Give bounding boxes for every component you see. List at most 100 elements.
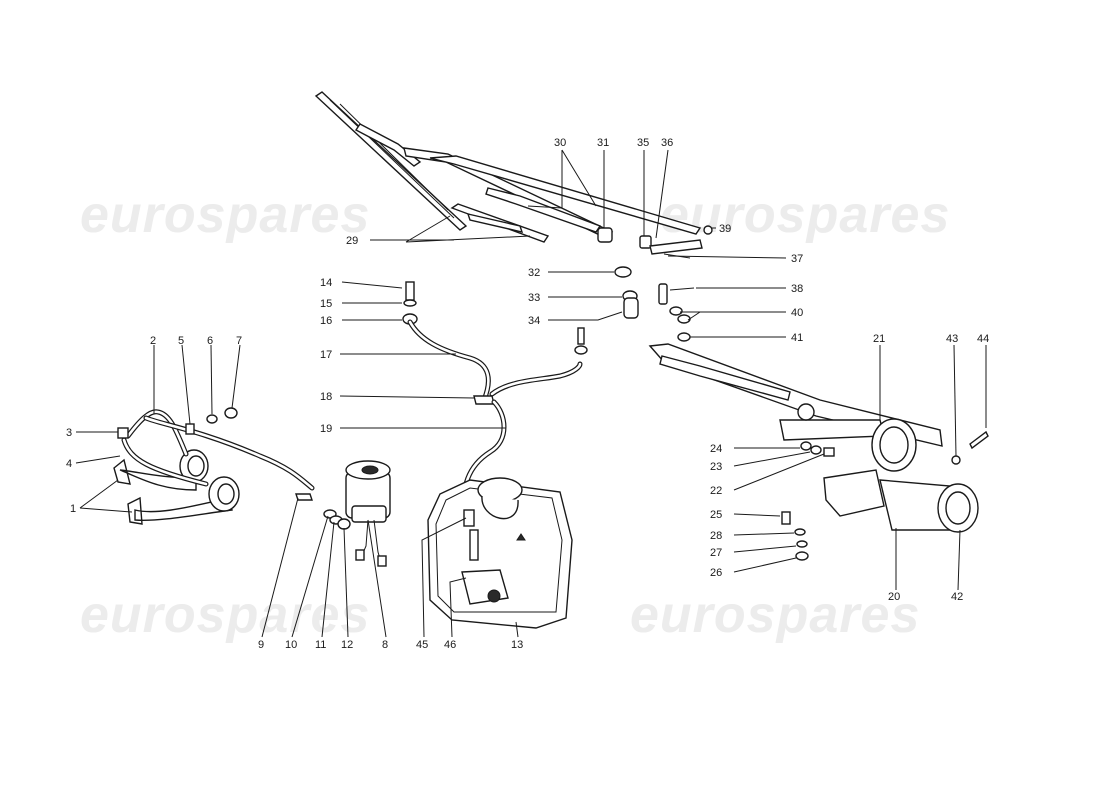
callout-labels: 1 2 3 4 5 6 7 8 9 10 11 12 13 14 15 16 1… bbox=[66, 137, 989, 651]
horn-body-lower-inner bbox=[217, 483, 235, 505]
wiper-blade-long bbox=[314, 91, 468, 231]
washer-pump-46 bbox=[461, 569, 509, 605]
tee-connector-18 bbox=[473, 395, 495, 405]
callout-41: 41 bbox=[791, 332, 803, 344]
callout-9: 9 bbox=[258, 639, 264, 651]
compressor-terminal bbox=[361, 465, 379, 475]
wiper-arm-upper bbox=[429, 155, 702, 235]
bolt-38 bbox=[658, 283, 668, 305]
callout-32: 32 bbox=[528, 267, 540, 279]
callout-45: 45 bbox=[416, 639, 428, 651]
callout-29: 29 bbox=[346, 235, 358, 247]
horn-pipe-4-inner bbox=[122, 438, 208, 486]
callout-34: 34 bbox=[528, 315, 540, 327]
washer-27 bbox=[796, 540, 808, 548]
watermark-top-left: eurospares bbox=[80, 186, 370, 244]
bolt-9 bbox=[295, 493, 313, 501]
linkage-bar bbox=[659, 355, 791, 401]
callout-6: 6 bbox=[207, 335, 213, 347]
callout-1: 1 bbox=[70, 503, 76, 515]
callout-13: 13 bbox=[511, 639, 523, 651]
callout-30: 30 bbox=[554, 137, 566, 149]
horn-assembly bbox=[113, 407, 391, 567]
callout-4: 4 bbox=[66, 458, 72, 470]
callout-15: 15 bbox=[320, 298, 332, 310]
tube-17-inner bbox=[408, 320, 490, 402]
callout-28: 28 bbox=[710, 530, 722, 542]
washer-40a bbox=[669, 306, 683, 316]
nut-7 bbox=[224, 407, 238, 419]
callout-24: 24 bbox=[710, 443, 722, 455]
callout-42: 42 bbox=[951, 591, 963, 603]
watermark-group: eurospares eurospares eurospares eurospa… bbox=[80, 186, 950, 644]
pickup-tube bbox=[469, 529, 479, 561]
wire-terminal-a bbox=[355, 549, 365, 561]
callout-44: 44 bbox=[977, 333, 989, 345]
wiper-blade-short-bracket bbox=[466, 213, 524, 233]
callout-38: 38 bbox=[791, 283, 803, 295]
nut-41 bbox=[677, 332, 691, 342]
compressor-base bbox=[351, 505, 387, 523]
tube-to-right-nozzle-inner bbox=[490, 362, 582, 396]
callout-25: 25 bbox=[710, 509, 722, 521]
connector-45 bbox=[463, 509, 475, 527]
callout-36: 36 bbox=[661, 137, 673, 149]
washer-32 bbox=[614, 266, 632, 278]
bolt-14 bbox=[405, 281, 415, 301]
sleeve-34 bbox=[623, 297, 639, 319]
callout-46: 46 bbox=[444, 639, 456, 651]
linkage-pivot bbox=[797, 403, 815, 421]
callout-43: 43 bbox=[946, 333, 958, 345]
wiper-assembly bbox=[314, 91, 713, 355]
level-mark bbox=[516, 533, 526, 541]
fitting-5 bbox=[185, 423, 195, 435]
nut-43 bbox=[951, 455, 961, 465]
callout-22: 22 bbox=[710, 485, 722, 497]
wiper-arm-rod bbox=[485, 187, 602, 233]
callout-20: 20 bbox=[888, 591, 900, 603]
callout-23: 23 bbox=[710, 461, 722, 473]
motor-bracket bbox=[779, 419, 885, 441]
callout-26: 26 bbox=[710, 567, 722, 579]
callout-40: 40 bbox=[791, 307, 803, 319]
callout-31: 31 bbox=[597, 137, 609, 149]
callout-7: 7 bbox=[236, 335, 242, 347]
wire-terminal-b bbox=[377, 555, 387, 567]
motor-housing-ring-inner bbox=[879, 426, 909, 464]
motor-gearbox bbox=[823, 469, 885, 517]
cap-nut-35 bbox=[639, 235, 652, 249]
horn-pipe-2-inner bbox=[126, 410, 188, 456]
washer-24 bbox=[800, 441, 812, 451]
callout-19: 19 bbox=[320, 423, 332, 435]
watermark-top-right: eurospares bbox=[660, 186, 950, 244]
callout-37: 37 bbox=[791, 253, 803, 265]
wiper-blade-long-detail bbox=[329, 99, 455, 219]
bolt-25 bbox=[781, 511, 791, 525]
pump-outlet bbox=[487, 589, 501, 603]
washer-26 bbox=[795, 551, 809, 561]
callout-10: 10 bbox=[285, 639, 297, 651]
washer-23 bbox=[810, 445, 822, 455]
nut-12 bbox=[337, 518, 351, 530]
linkage-rod-37 bbox=[649, 239, 703, 255]
wiper-linkage bbox=[648, 343, 989, 561]
callout-39: 39 bbox=[719, 223, 731, 235]
callout-2: 2 bbox=[150, 335, 156, 347]
wiper-blade-bracket bbox=[354, 123, 422, 167]
washer-6 bbox=[206, 414, 218, 424]
spare-bolt bbox=[577, 327, 585, 345]
motor-end-cap-inner bbox=[945, 491, 971, 525]
washer-28 bbox=[794, 528, 806, 536]
reservoir-filler-neck bbox=[481, 495, 519, 520]
spare-bolt-head bbox=[574, 345, 588, 355]
leader-lines bbox=[75, 149, 987, 638]
arm-pivot-31 bbox=[597, 227, 613, 243]
air-line-5-inner bbox=[144, 416, 314, 490]
callout-21: 21 bbox=[873, 333, 885, 345]
horn-body-upper-inner bbox=[187, 455, 205, 477]
callout-12: 12 bbox=[341, 639, 353, 651]
bolt-44 bbox=[969, 430, 989, 450]
callout-17: 17 bbox=[320, 349, 332, 361]
callout-5: 5 bbox=[178, 335, 184, 347]
